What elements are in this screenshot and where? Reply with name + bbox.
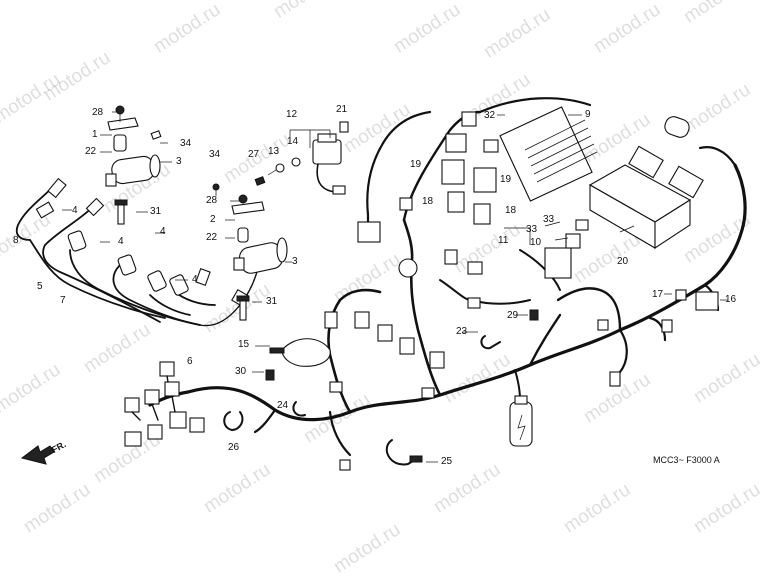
callout-18: 18 [422,196,434,207]
callout-32: 32 [484,110,496,121]
callout-24: 24 [277,400,289,411]
callout-14: 14 [287,136,299,147]
clamps [223,335,501,466]
callout-4: 4 [192,274,198,285]
callout-19: 19 [410,159,422,170]
ignition-coil-lower [212,183,288,274]
callout-26: 26 [228,442,240,453]
connector-cluster-left [124,361,205,447]
callout-4: 4 [72,205,78,216]
connectors-right [544,116,704,279]
callout-9: 9 [585,109,591,120]
callout-17: 17 [652,289,664,300]
callout-1: 1 [92,129,98,140]
harness-connectors [324,197,673,471]
callout-21: 21 [336,104,348,115]
ignition-leads [15,177,259,327]
leader-lines [62,111,728,463]
callout-6: 6 [187,356,193,367]
side-relay [675,289,719,311]
callout-31: 31 [266,296,278,307]
front-direction-arrow [20,445,55,465]
regulator-rectifier [499,106,598,202]
callout-4: 4 [160,226,166,237]
diagram-code-label: MCC3~ F3000 A [653,455,720,465]
callout-7: 7 [60,295,66,306]
callout-16: 16 [725,294,737,305]
callout-25: 25 [441,456,453,467]
callout-31: 31 [150,206,162,217]
callout-4: 4 [118,236,124,247]
callout-19: 19 [500,174,512,185]
relay-unit [275,121,349,195]
callout-12: 12 [286,109,298,120]
callout-10: 10 [530,237,542,248]
relays [441,111,499,225]
callout-33: 33 [543,214,555,225]
callout-2: 2 [210,214,216,225]
callout-34: 34 [180,138,192,149]
horn [269,338,331,367]
control-unit [588,164,692,250]
callout-13: 13 [268,146,280,157]
callout-18: 18 [505,205,517,216]
callout-27: 27 [248,149,260,160]
callout-30: 30 [235,366,247,377]
callout-34: 34 [209,149,221,160]
callout-3: 3 [176,156,182,167]
callout-29: 29 [507,310,519,321]
ignition-coil-upper [105,105,161,187]
callout-3: 3 [292,256,298,267]
callout-33: 33 [526,224,538,235]
callout-8: 8 [13,235,19,246]
bolt-parts [114,130,539,381]
callout-22: 22 [206,232,218,243]
callout-15: 15 [238,339,250,350]
callout-28: 28 [92,107,104,118]
callout-28: 28 [206,195,218,206]
callout-5: 5 [37,281,43,292]
condenser [509,395,533,447]
callout-22: 22 [85,146,97,157]
callout-20: 20 [617,256,629,267]
callout-23: 23 [456,326,468,337]
callout-11: 11 [498,235,509,246]
